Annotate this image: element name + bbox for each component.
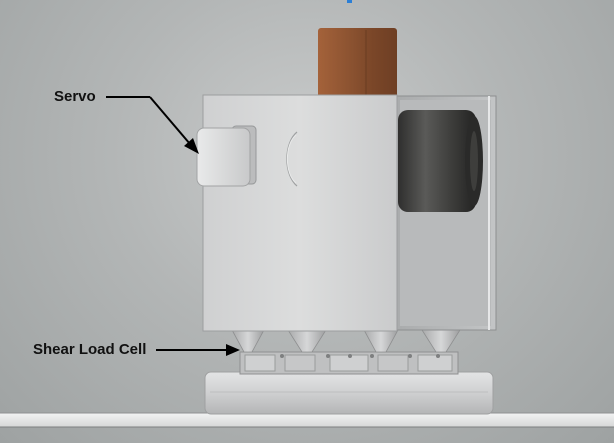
load-cell-row (239, 351, 459, 375)
shear-load-cell-label: Shear Load Cell (33, 341, 147, 358)
floor-rail (0, 412, 614, 428)
roller-drum (398, 110, 483, 212)
servo-leader-arrow (106, 96, 199, 154)
top-accent-mark (347, 0, 352, 3)
conical-feet (231, 329, 461, 353)
servo-motor (196, 125, 257, 187)
load-cell-leader-arrow (156, 344, 240, 356)
base-plate (204, 371, 494, 415)
servo-label: Servo (54, 88, 96, 105)
wood-block (318, 28, 397, 98)
